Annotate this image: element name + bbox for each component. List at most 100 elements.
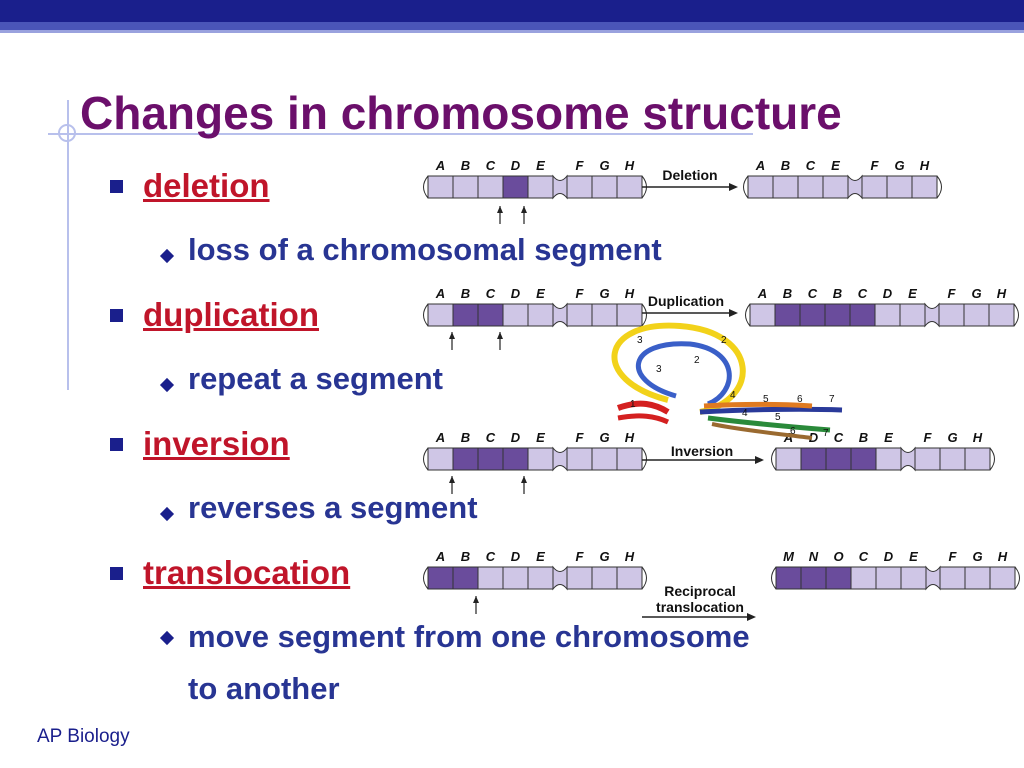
inversion-arrow-head [755,456,764,464]
desc-translocation-line1: move segment from one chromosome [188,619,750,654]
loop-number: 3 [656,364,662,375]
chromosome-segment [566,175,593,199]
chromosome-segment [900,566,927,590]
gene-label: D [809,430,819,445]
chromosome-segment [988,303,1015,327]
gene-label: D [511,286,521,301]
gene-label: H [998,549,1008,564]
header-bar-stripe [0,22,1024,30]
chromosome-end [989,447,995,471]
chromosome-segment [527,175,554,199]
gene-label: A [755,158,765,173]
gene-label: A [435,158,445,173]
chromosome-segment [824,303,851,327]
gene-label: F [949,549,958,564]
gene-label: G [972,549,982,564]
gene-label: C [486,430,496,445]
chromosome-segment [566,303,593,327]
gene-label: H [920,158,930,173]
loop-number: 3 [637,335,643,346]
chromosome-segment [591,566,618,590]
chromosome-segment [964,447,991,471]
chromosome-end [423,303,429,327]
loop-strand-red [617,413,670,425]
gene-label: G [599,158,609,173]
gene-label: D [511,549,521,564]
chromosome-segment [452,566,479,590]
chromosome-segment [749,303,776,327]
chromosome-segment [427,175,454,199]
gene-label: G [599,286,609,301]
chromosome-segment [477,447,504,471]
chromosome-segment [502,175,529,199]
loop-number: 7 [823,428,829,439]
chromosome-segment [849,303,876,327]
loop-strand-red [616,400,670,415]
gene-label: M [783,549,795,564]
bullet-diamond-icon [159,630,175,646]
chromosome-segment [964,566,991,590]
loop-number: 2 [694,355,700,366]
chromosome-segment [800,566,827,590]
loop-number: 4 [742,408,748,419]
term-inversion[interactable]: inversion [143,425,290,462]
centromere [552,565,568,591]
loop-number: 6 [790,426,796,437]
gene-label: B [461,286,470,301]
bullet-diamond-icon [159,506,175,522]
decorative-horizontal-line [48,133,753,135]
centromere [552,446,568,472]
gene-label: C [858,286,868,301]
loop-number: 7 [829,394,835,405]
chromosome-end [641,566,647,590]
chromosome-segment [963,303,990,327]
chromosome-segment [616,566,643,590]
gene-label: G [971,286,981,301]
translocation-arrow-label-2: translocation [656,599,744,615]
crosshair-icon [58,124,76,142]
gene-label: F [576,286,585,301]
gene-label: D [884,549,894,564]
loop-strand-orange [703,402,813,409]
chromosome-segment [822,175,849,199]
chromosome-segment [875,447,902,471]
chromosome-segment [797,175,824,199]
chromosome-segment [427,447,454,471]
pointer-head [473,596,479,603]
chromosome-end [743,175,749,199]
duplication-arrow-head [729,309,738,317]
chromosome-segment [886,175,913,199]
chromosome-segment [477,566,504,590]
chromosome-end [771,447,777,471]
inversion-arrow-label: Inversion [671,443,733,459]
gene-label: E [536,158,545,173]
chromosome-end [423,566,429,590]
header-bar [0,0,1024,22]
chromosome-segment [774,303,801,327]
gene-label: E [536,549,545,564]
gene-label: E [884,430,893,445]
chromosome-segment [938,303,965,327]
gene-label: H [625,549,635,564]
gene-label: C [486,286,496,301]
gene-label: F [871,158,880,173]
footer-label: AP Biology [37,726,130,747]
bullet-square-icon [110,180,123,193]
term-duplication[interactable]: duplication [143,296,319,333]
term-translocation[interactable]: translocation [143,554,351,591]
chromosome-segment [452,175,479,199]
gene-label: B [833,286,842,301]
term-deletion[interactable]: deletion [143,167,270,204]
chromosome-segment [850,447,877,471]
gene-label: C [486,549,496,564]
gene-label: E [908,286,917,301]
chromosome-end [1013,303,1019,327]
duplication-arrow-label: Duplication [648,293,724,309]
chromosome-segment [775,447,802,471]
loop-strand-green [707,415,831,433]
chromosome-segment [747,175,774,199]
chromosome-segment [566,447,593,471]
